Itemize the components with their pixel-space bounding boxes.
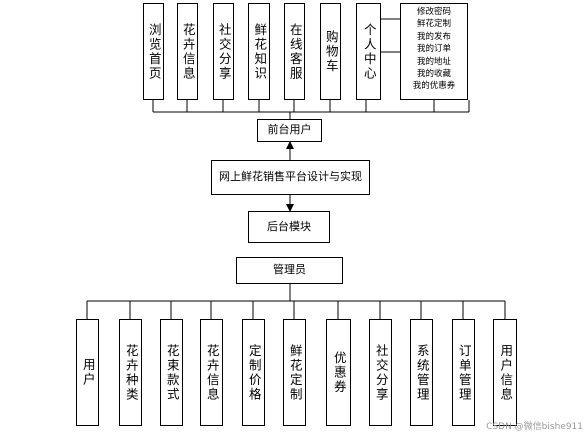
personal-center-item: 鲜花定制: [416, 19, 451, 30]
back-module-item-label: 花卉种类: [123, 343, 139, 402]
back-module-label: 后台模块: [267, 219, 311, 233]
back-module-item-label: 系统管理: [414, 343, 430, 402]
back-module-item-label: 优惠券: [331, 350, 347, 395]
back-module-item-label: 花束款式: [164, 343, 180, 402]
system-title: 网上鲜花销售平台设计与实现: [219, 170, 362, 184]
back-module-system-management: 系统管理: [410, 319, 433, 426]
back-module-flower-custom: 鲜花定制: [283, 319, 306, 426]
system-title-box: 网上鲜花销售平台设计与实现: [211, 160, 370, 195]
personal-center-item: 我的收藏: [416, 69, 451, 80]
back-module-box: 后台模块: [248, 211, 330, 243]
front-module-label: 购物车: [323, 29, 339, 74]
personal-center-item: 我的订单: [416, 44, 451, 55]
front-user-box: 前台用户: [257, 119, 322, 142]
front-module-label: 在线客服: [287, 22, 303, 81]
front-module-social-share: 社交分享: [213, 3, 234, 100]
back-module-flower-info: 花卉信息: [200, 319, 223, 426]
back-module-custom-price: 定制价格: [242, 319, 265, 426]
back-module-social-share: 社交分享: [369, 319, 392, 426]
back-module-user: 用户: [76, 319, 99, 426]
front-module-label: 花卉信息: [180, 22, 196, 81]
personal-center-item: 我的地址: [416, 56, 451, 67]
front-module-label: 个人中心: [361, 22, 377, 81]
back-module-flower-category: 花卉种类: [119, 319, 142, 426]
back-module-item-label: 社交分享: [373, 343, 389, 402]
admin-box: 管理员: [236, 257, 343, 284]
front-module-browse-home: 浏览首页: [143, 3, 164, 100]
front-module-shopping-cart: 购物车: [320, 3, 341, 100]
back-module-user-info: 用户信息: [493, 319, 517, 426]
front-module-flower-info: 花卉信息: [177, 3, 198, 100]
watermark-text: CSDN @微信bishe911: [486, 422, 583, 432]
back-module-item-label: 订单管理: [456, 343, 472, 402]
back-module-item-label: 花卉信息: [204, 343, 220, 402]
front-module-label: 社交分享: [216, 22, 232, 81]
front-module-flower-knowledge: 鲜花知识: [248, 3, 270, 100]
back-module-order-management: 订单管理: [452, 319, 475, 426]
front-module-label: 浏览首页: [146, 22, 162, 81]
front-module-label: 鲜花知识: [252, 22, 268, 81]
admin-label: 管理员: [273, 263, 306, 277]
back-module-bouquet-style: 花束款式: [160, 319, 183, 426]
front-user-label: 前台用户: [267, 123, 312, 137]
back-module-item-label: 鲜花定制: [287, 343, 303, 402]
front-module-online-service: 在线客服: [284, 3, 305, 100]
back-module-item-label: 定制价格: [246, 343, 262, 402]
personal-center-item: 修改密码: [416, 7, 451, 17]
back-module-item-label: 用户: [80, 358, 96, 387]
front-module-personal-center: 个人中心: [356, 3, 381, 100]
personal-center-item: 我的发布: [416, 31, 451, 42]
personal-center-item: 我的优惠券: [412, 81, 456, 92]
back-module-coupon: 优惠券: [326, 319, 351, 426]
personal-center-items-box: 修改密码 鲜花定制 我的发布 我的订单 我的地址 我的收藏 我的优惠券: [400, 3, 468, 100]
back-module-item-label: 用户信息: [498, 343, 514, 402]
